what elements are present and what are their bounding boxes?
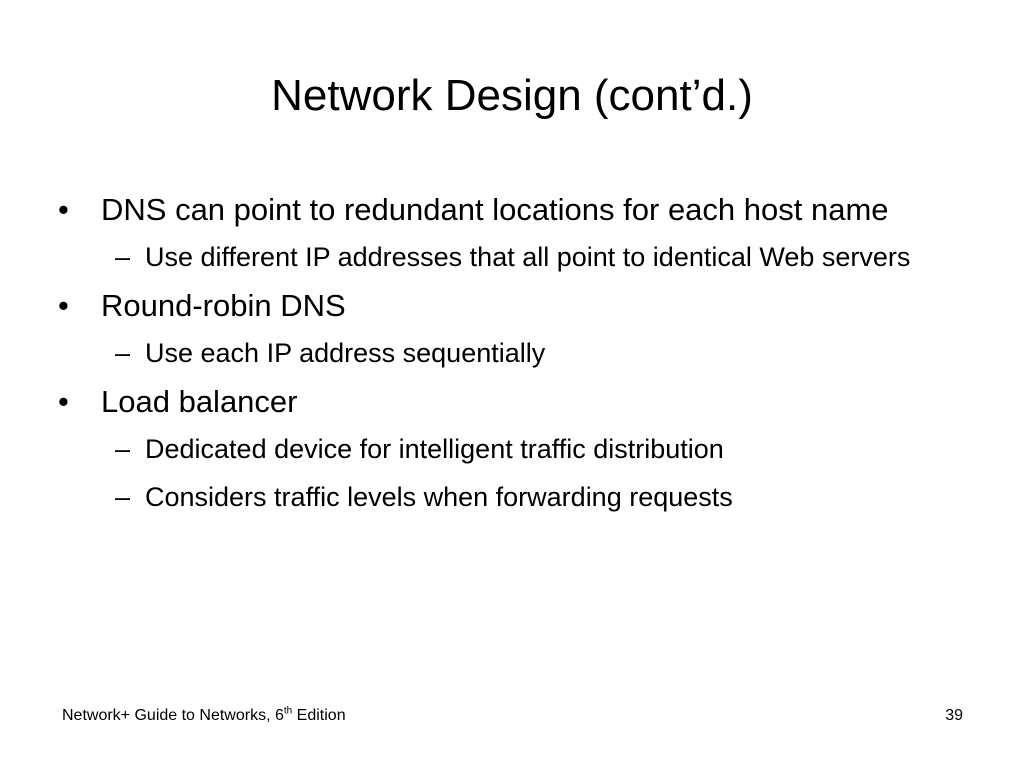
sub-bullet-marker: – <box>115 242 131 272</box>
footer-book-prefix: Network+ Guide to Networks, 6 <box>62 707 284 724</box>
bullet-marker: • <box>58 288 69 323</box>
bullet-marker: • <box>58 192 69 227</box>
sub-bullet-text: Use each IP address sequentially <box>145 338 546 368</box>
bullet-text: DNS can point to redundant locations for… <box>101 192 889 227</box>
page-number: 39 <box>945 707 963 724</box>
slide-title: Network Design (cont’d.) <box>271 71 753 120</box>
sub-bullet-marker: – <box>115 434 131 464</box>
sub-bullet-item: – Use different IP addresses that all po… <box>115 238 958 276</box>
bullet-item: • DNS can point to redundant locations f… <box>58 190 958 230</box>
sub-bullet-marker: – <box>115 338 131 368</box>
sub-bullet-marker: – <box>115 482 131 512</box>
sub-bullet-text: Considers traffic levels when forwarding… <box>145 482 733 512</box>
bullet-item: • Load balancer <box>58 382 958 422</box>
bullet-marker: • <box>58 384 69 419</box>
bullet-text: Load balancer <box>101 384 298 419</box>
sub-bullet-item: – Use each IP address sequentially <box>115 334 958 372</box>
bullet-item: • Round-robin DNS <box>58 286 958 326</box>
sub-bullet-item: – Considers traffic levels when forwardi… <box>115 478 958 516</box>
bullet-list: • DNS can point to redundant locations f… <box>58 190 958 526</box>
footer-book-suffix: Edition <box>292 707 346 724</box>
footer-edition-superscript: th <box>283 705 293 717</box>
sub-bullet-text: Dedicated device for intelligent traffic… <box>145 434 724 464</box>
sub-bullet-text: Use different IP addresses that all poin… <box>145 242 911 272</box>
sub-bullet-item: – Dedicated device for intelligent traff… <box>115 430 958 468</box>
bullet-text: Round-robin DNS <box>101 288 346 323</box>
footer-book-title: Network+ Guide to Networks, 6th Edition <box>62 706 346 726</box>
